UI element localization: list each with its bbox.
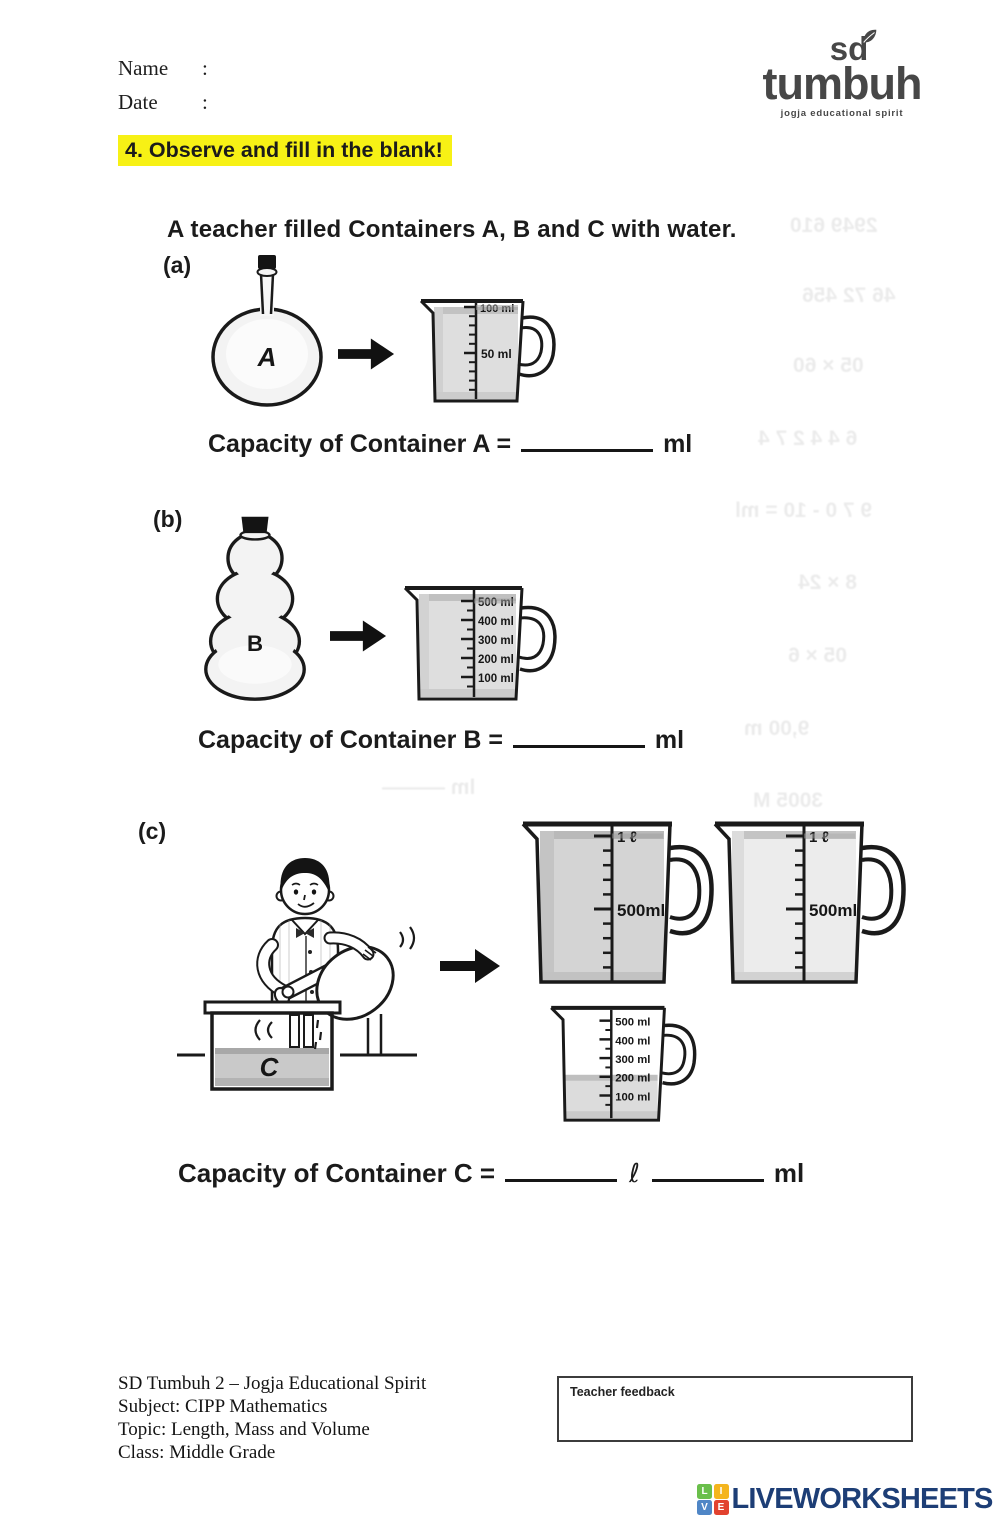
measuring-cup-b: 500 ml 400 ml 300 ml 200 ml 100 ml	[403, 586, 557, 701]
bottle-cap	[241, 516, 269, 534]
bleedthrough-mark: 46 72 456	[802, 284, 896, 307]
caption-c: Capacity of Container C = ℓ ml	[178, 1158, 804, 1189]
date-row: Date :	[118, 90, 208, 115]
cup-b-scale-200: 200 ml	[478, 654, 514, 666]
date-label: Date	[118, 90, 158, 114]
small-jug-scale-100: 100 ml	[615, 1091, 650, 1103]
school-line-2: Subject: CIPP Mathematics	[118, 1396, 328, 1417]
answer-blank-b[interactable]	[512, 734, 645, 748]
caption-b-unit: ml	[654, 726, 685, 754]
small-jug-scale-200: 200 ml	[615, 1073, 650, 1085]
logo-tagline: jogja educational spirit	[780, 108, 904, 119]
arrow-b-icon	[330, 620, 387, 652]
name-row: Name :	[118, 56, 208, 81]
section-a-label: (a)	[163, 252, 192, 278]
liveworksheets-logo: L I V E LIVEWORKSHEETS	[697, 1483, 993, 1516]
answer-blank-c-ml[interactable]	[651, 1168, 764, 1182]
school-logo: sd tumbuh jogja educational spirit	[762, 29, 923, 119]
bleedthrough-mark: 3005 M	[753, 789, 824, 812]
container-b-letter: B	[247, 631, 263, 656]
tank-c	[210, 1011, 334, 1091]
liveworksheets-squares-icon: L I V E	[697, 1483, 729, 1516]
bleedthrough-mark: 9 7 0 - 10 = ml	[735, 499, 873, 522]
liveworksheets-wordmark: LIVEWORKSHEETS	[731, 1483, 994, 1515]
bleedthrough-mark: 6 4 4 2 7 4	[758, 427, 858, 450]
litre-jug-2: 1 ℓ 500ml	[713, 821, 906, 984]
jug-2-handle	[861, 844, 906, 936]
date-colon: :	[202, 90, 208, 114]
cup-b-scale-100: 100 ml	[478, 673, 514, 685]
container-c-letter: C	[260, 1052, 280, 1082]
intro-sentence: A teacher filled Containers A, B and C w…	[167, 216, 737, 243]
answer-blank-c-litres[interactable]	[505, 1168, 618, 1182]
bow-tie	[296, 928, 314, 938]
flask-cap	[258, 255, 276, 269]
caption-c-ml-unit: ml	[773, 1158, 805, 1188]
square-i: I	[713, 1483, 729, 1499]
bottle-b-illustration: B	[204, 516, 306, 701]
caption-b-text: Capacity of Container B =	[198, 726, 503, 754]
jug-1-mid-label: 500ml	[617, 901, 665, 920]
small-jug-scale-500: 500 ml	[615, 1017, 650, 1029]
exercise-title: 4. Observe and fill in the blank!	[118, 135, 452, 166]
leaf-icon	[863, 29, 877, 43]
teacher-feedback-label: Teacher feedback	[570, 1385, 675, 1399]
caption-c-text: Capacity of Container C =	[178, 1158, 496, 1188]
logo-sd-text: sd	[829, 30, 869, 67]
cup-a-handle	[518, 315, 556, 378]
bleedthrough-mark: 05 × 6	[788, 644, 847, 667]
boy-pouring-illustration: C	[177, 858, 417, 1091]
answer-blank-a[interactable]	[521, 438, 654, 452]
caption-a: Capacity of Container A = ml	[208, 430, 692, 459]
caption-c-litre-symbol: ℓ	[629, 1159, 640, 1189]
school-line-3: Topic: Length, Mass and Volume	[118, 1419, 370, 1440]
name-colon: :	[202, 56, 208, 80]
cup-b-handle	[519, 605, 557, 673]
cup-a-scale-50: 50 ml	[481, 347, 512, 361]
square-v: V	[697, 1500, 712, 1516]
school-info-block: SD Tumbuh 2 – Jogja Educational Spirit S…	[118, 1372, 426, 1464]
section-c-label: (c)	[138, 818, 167, 844]
arrow-a-icon	[338, 338, 395, 370]
cup-b-scale-400: 400 ml	[478, 616, 514, 628]
school-line-4: Class: Middle Grade	[118, 1442, 276, 1463]
caption-a-text: Capacity of Container A =	[208, 430, 512, 458]
small-measuring-jug: 500 ml 400 ml 300 ml 200 ml 100 ml	[550, 1005, 697, 1122]
bleedthrough-mark: 2949 610	[790, 214, 878, 237]
jug-1-handle	[669, 844, 714, 936]
bleedthrough-mark: 8 × 24	[798, 571, 857, 594]
caption-b: Capacity of Container B = ml	[198, 726, 684, 755]
hair	[280, 858, 330, 892]
measuring-cup-a: 100 ml 50 ml	[419, 299, 556, 403]
bleedthrough-mark: lm ———	[382, 776, 476, 799]
small-jug-scale-300: 300 ml	[615, 1054, 650, 1066]
name-label: Name	[118, 56, 169, 80]
jug-2-top-label: 1 ℓ	[809, 829, 829, 846]
cup-b-scale-300: 300 ml	[478, 635, 514, 647]
container-a-letter: A	[257, 342, 277, 372]
school-line-1: SD Tumbuh 2 – Jogja Educational Spirit	[118, 1373, 427, 1394]
section-b-label: (b)	[153, 506, 183, 532]
bleedthrough-mark: 9,00 m	[744, 717, 810, 740]
exercise-title-wrap: 4. Observe and fill in the blank!	[118, 135, 452, 166]
square-e: E	[713, 1500, 729, 1516]
teacher-feedback-box[interactable]: Teacher feedback	[557, 1376, 913, 1442]
flask-a-illustration: A	[211, 255, 323, 407]
arrow-c-icon	[440, 949, 500, 983]
square-l: L	[697, 1483, 712, 1499]
small-jug-handle	[662, 1023, 697, 1086]
small-jug-scale-400: 400 ml	[615, 1035, 650, 1047]
caption-a-unit: ml	[663, 430, 693, 458]
bleedthrough-mark: 05 × 60	[793, 354, 864, 377]
logo-tumbuh-text: tumbuh	[762, 58, 923, 109]
name-date-block: Name : Date :	[118, 56, 208, 124]
litre-jug-1: 1 ℓ 500ml	[521, 821, 714, 984]
jug-2-mid-label: 500ml	[809, 901, 857, 920]
